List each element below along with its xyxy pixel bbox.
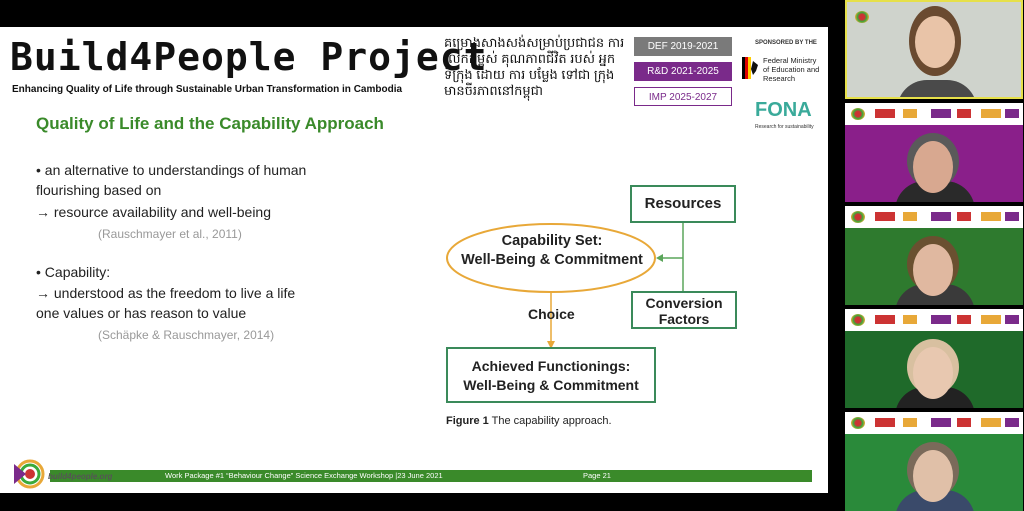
- capability-set-label: Capability Set: Well-Being & Commitment: [461, 233, 643, 268]
- participant-video-tile[interactable]: [845, 309, 1023, 408]
- participant-video-tile[interactable]: [845, 412, 1023, 511]
- partner-logo-icon: [957, 418, 971, 427]
- fona-logo: FONA: [755, 99, 812, 121]
- bullet-2-line-3: one values or has reason to value: [36, 305, 247, 321]
- shared-slide: Build4People Project Enhancing Quality o…: [0, 27, 828, 493]
- slide-title: Build4People Project: [10, 35, 488, 79]
- partner-logo-icon: [1005, 109, 1019, 118]
- phase-rd-badge: R&D 2021-2025: [634, 62, 732, 81]
- partner-logo-icon: [957, 109, 971, 118]
- participant-face: [915, 16, 955, 68]
- bullet-2-line-1: • Capability:: [36, 264, 111, 280]
- partner-logo-icon: [903, 212, 917, 221]
- partner-logo-icon: [931, 315, 951, 324]
- fona-subtitle: Research for sustainability: [755, 124, 814, 130]
- to-capability-arrowhead: [656, 254, 663, 262]
- footer-bar: [50, 470, 812, 482]
- partner-logo-icon: [981, 212, 1001, 221]
- ministry-name: Federal Ministry of Education and Resear…: [763, 56, 820, 83]
- partner-logo-icon: [1005, 418, 1019, 427]
- mini-logo-icon: [851, 417, 865, 429]
- partner-logo-icon: [903, 418, 917, 427]
- partner-logo-icon: [903, 109, 917, 118]
- mini-logo-icon: [855, 11, 869, 23]
- virtual-background-logo-strip: [845, 206, 1023, 228]
- participant-face: [913, 244, 953, 296]
- mini-logo-icon: [851, 211, 865, 223]
- partner-logo-icon: [875, 109, 895, 118]
- partner-logo-icon: [1005, 212, 1019, 221]
- choice-label: Choice: [528, 306, 575, 322]
- partner-logo-icon: [931, 212, 951, 221]
- footer-page: Page 21: [583, 471, 611, 480]
- partner-logo-icon: [903, 315, 917, 324]
- partner-logo-icon: [1005, 315, 1019, 324]
- partner-logo-icon: [981, 315, 1001, 324]
- footer-workshop: Work Package #1 “Behaviour Change” Scien…: [165, 471, 443, 480]
- participant-body: [897, 80, 977, 97]
- conversion-factors-box: Conversion Factors: [631, 291, 737, 329]
- phase-def-badge: DEF 2019-2021: [634, 37, 732, 56]
- achieved-functionings-box: Achieved Functionings: Well-Being & Comm…: [446, 347, 656, 403]
- capability-diagram-connectors: [446, 222, 684, 349]
- partner-logo-icon: [875, 315, 895, 324]
- citation-2: (Schäpke & Rauschmayer, 2014): [98, 328, 275, 342]
- participant-video-tile[interactable]: [845, 206, 1023, 305]
- partner-logo-icon: [981, 109, 1001, 118]
- participant-video-tile[interactable]: [845, 103, 1023, 202]
- partner-logo-icon: [931, 418, 951, 427]
- partner-logo-icon: [957, 212, 971, 221]
- participant-face: [913, 450, 953, 502]
- virtual-background-logo-strip: [845, 309, 1023, 331]
- participant-face: [913, 347, 953, 399]
- virtual-background-logo-strip: [851, 6, 891, 28]
- partner-logo-icon: [875, 212, 895, 221]
- bullet-1-line-3: → resource availability and well-being: [36, 204, 272, 220]
- figure-caption: Figure 1 The capability approach.: [446, 415, 612, 427]
- mini-logo-icon: [851, 108, 865, 120]
- partner-logo-icon: [981, 418, 1001, 427]
- section-heading: Quality of Life and the Capability Appro…: [36, 114, 384, 133]
- build4people-logo-icon: [14, 459, 45, 489]
- partner-logo-icon: [931, 109, 951, 118]
- choice-arrowhead: [547, 341, 555, 349]
- partner-logo-icon: [957, 315, 971, 324]
- bullet-2-line-2: → understood as the freedom to live a li…: [36, 285, 296, 301]
- participant-video-tile[interactable]: [845, 0, 1023, 99]
- citation-1: (Rauschmayer et al., 2011): [98, 227, 242, 241]
- khmer-title: គម្រោងសាងសង់សម្រាប់ប្រជាជន ការលើកកម្ពស់ …: [444, 35, 625, 98]
- slide-subtitle: Enhancing Quality of Life through Sustai…: [12, 84, 403, 95]
- sponsor-label: SPONSORED BY THE: [755, 40, 817, 46]
- partner-logo-icon: [875, 418, 895, 427]
- virtual-background-logo-strip: [845, 412, 1023, 434]
- virtual-background-logo-strip: [845, 103, 1023, 125]
- bullet-1-line-1: • an alternative to understandings of hu…: [36, 162, 307, 178]
- resources-box: Resources: [630, 185, 736, 223]
- federal-eagle-icon: [742, 57, 758, 82]
- mini-logo-icon: [851, 314, 865, 326]
- phase-imp-badge: IMP 2025-2027: [634, 87, 732, 106]
- participant-face: [913, 141, 953, 193]
- footer-site: build4people.org: [48, 472, 113, 481]
- bullet-1-line-2: flourishing based on: [36, 182, 162, 198]
